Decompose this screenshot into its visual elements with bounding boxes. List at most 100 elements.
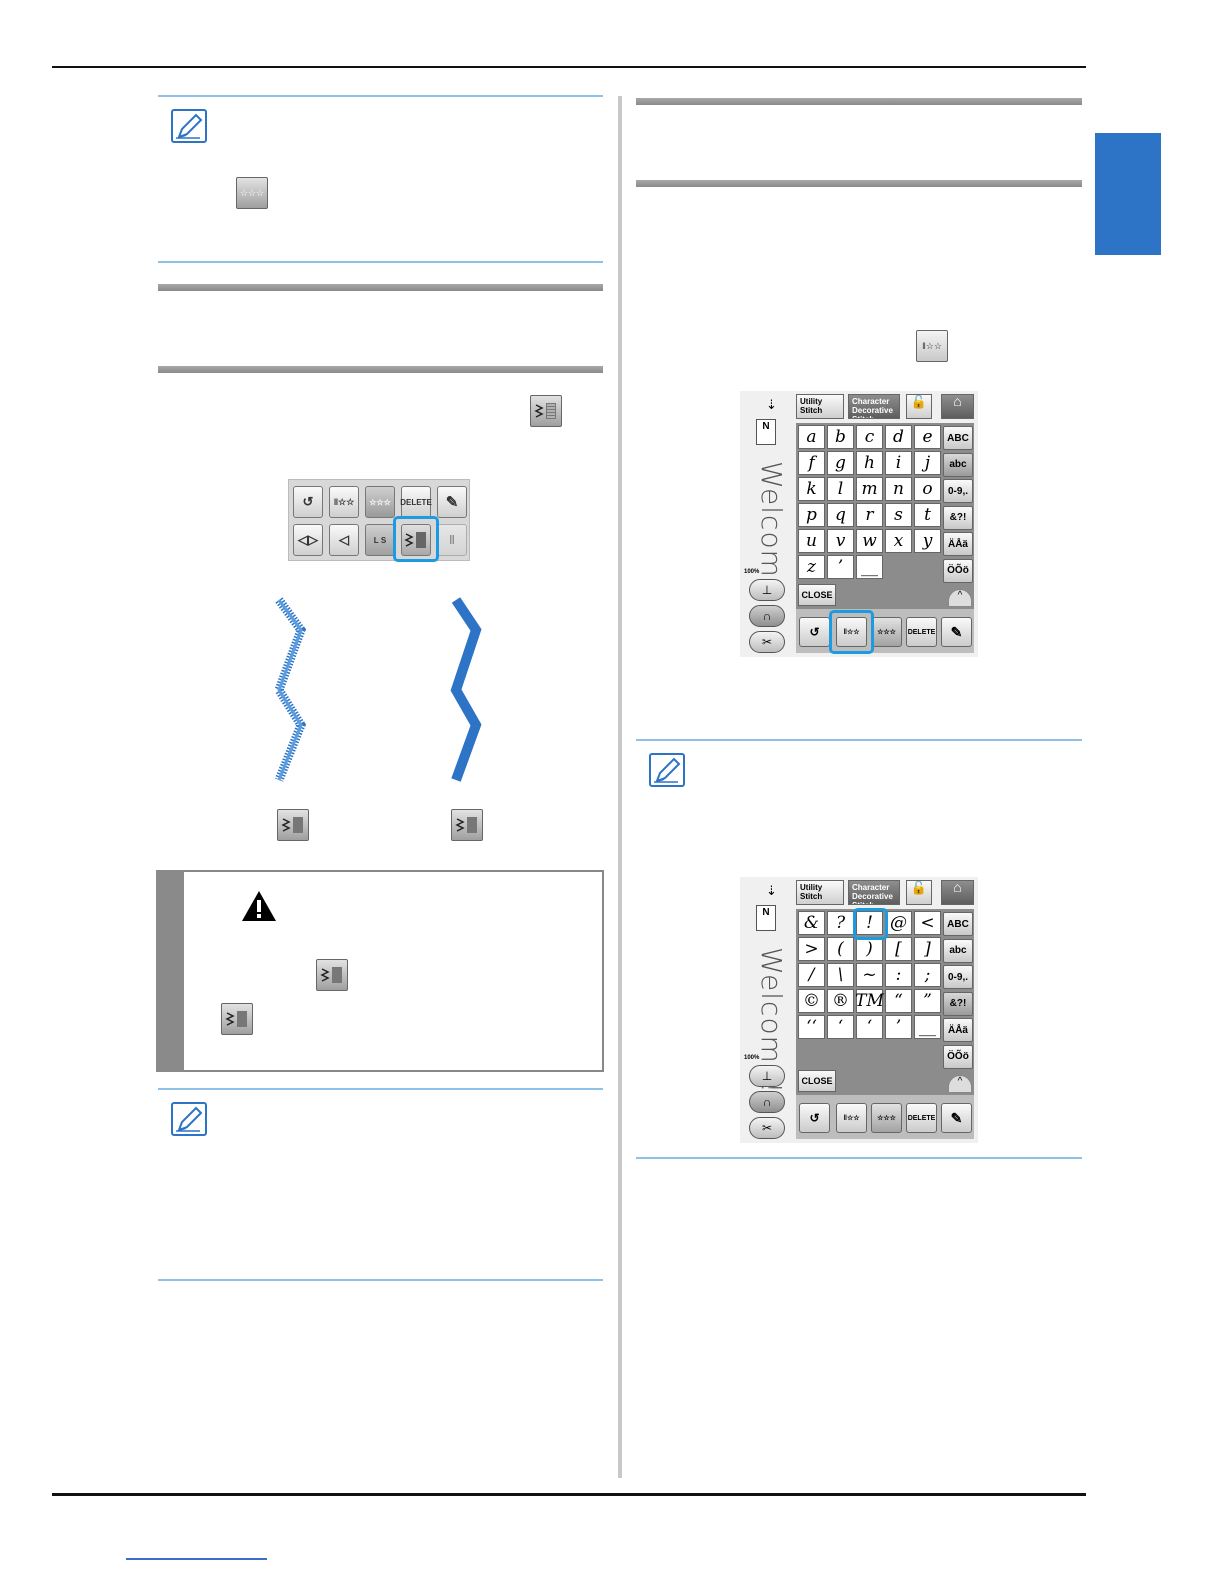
decorative-key[interactable]: ☆☆☆ bbox=[365, 486, 395, 518]
char-key[interactable]: ) bbox=[856, 937, 883, 961]
char-key[interactable]: o bbox=[914, 477, 941, 501]
close-button[interactable]: CLOSE bbox=[798, 1070, 836, 1092]
char-type-button[interactable]: 0-9,. bbox=[943, 965, 973, 989]
char-type-button[interactable]: ÄÅä bbox=[943, 532, 973, 556]
char-key[interactable]: > bbox=[798, 937, 825, 961]
char-key[interactable]: & bbox=[798, 911, 825, 935]
char-key[interactable]: ( bbox=[827, 937, 854, 961]
foot-position-button[interactable]: ⊥ bbox=[749, 1065, 785, 1087]
char-key[interactable]: ‘ bbox=[856, 1015, 883, 1039]
expand-chevron-icon[interactable]: ^ bbox=[948, 1075, 972, 1093]
char-key[interactable]: ! bbox=[856, 911, 883, 935]
edit-pencil-key[interactable]: ✎ bbox=[941, 1103, 972, 1133]
char-key[interactable]: ] bbox=[914, 937, 941, 961]
char-key[interactable]: q bbox=[827, 503, 854, 527]
char-key[interactable]: k bbox=[798, 477, 825, 501]
char-key[interactable]: ~ bbox=[856, 963, 883, 987]
char-key[interactable]: d bbox=[885, 425, 912, 449]
char-type-button[interactable]: ÖÕö bbox=[943, 558, 973, 583]
char-key[interactable]: w bbox=[856, 529, 883, 553]
edit-pencil-key[interactable]: ✎ bbox=[437, 486, 467, 518]
char-key[interactable]: ; bbox=[914, 963, 941, 987]
char-key[interactable]: “ bbox=[885, 989, 912, 1013]
char-type-button[interactable]: 0-9,. bbox=[943, 479, 973, 503]
tab-utility[interactable]: Utility Stitch bbox=[796, 394, 844, 419]
char-key[interactable]: ? bbox=[827, 911, 854, 935]
char-type-button[interactable]: &?! bbox=[943, 991, 973, 1016]
footer-link[interactable] bbox=[126, 1558, 267, 1560]
char-key[interactable]: : bbox=[885, 963, 912, 987]
char-type-button[interactable]: ABC bbox=[943, 912, 973, 936]
tab-character[interactable]: Character Decorative Stitch bbox=[848, 394, 900, 419]
char-type-button[interactable]: ABC bbox=[943, 426, 973, 450]
edit-pencil-key[interactable]: ✎ bbox=[941, 617, 972, 647]
char-key[interactable]: / bbox=[798, 963, 825, 987]
thread-cutter-button[interactable]: ✂ bbox=[749, 631, 785, 653]
utility-stitch-key[interactable]: ǁ☆☆ bbox=[836, 1103, 867, 1133]
char-key[interactable]: b bbox=[827, 425, 854, 449]
utility-stitch-key[interactable]: ǁ☆☆ bbox=[329, 486, 359, 518]
char-key[interactable]: g bbox=[827, 451, 854, 475]
delete-key[interactable]: DELETE bbox=[906, 617, 937, 647]
char-key[interactable]: © bbox=[798, 989, 825, 1013]
thread-cutter-button[interactable]: ✂ bbox=[749, 1117, 785, 1139]
tab-character[interactable]: Character Decorative Stitch bbox=[848, 880, 900, 905]
delete-key[interactable]: DELETE bbox=[906, 1103, 937, 1133]
mirror-vertical-key[interactable]: ◁▷ bbox=[293, 524, 323, 556]
char-key[interactable]: ‘ bbox=[827, 1015, 854, 1039]
char-key[interactable]: __ bbox=[914, 1015, 941, 1039]
char-key[interactable]: m bbox=[856, 477, 883, 501]
char-key[interactable]: h bbox=[856, 451, 883, 475]
char-key[interactable]: < bbox=[914, 911, 941, 935]
delete-key[interactable]: DELETE bbox=[400, 486, 432, 518]
thread-key[interactable]: ↺ bbox=[799, 1103, 830, 1133]
char-key[interactable]: x bbox=[885, 529, 912, 553]
utility-stitch-key[interactable]: ǁ☆☆ bbox=[836, 617, 867, 647]
char-key[interactable]: __ bbox=[856, 555, 883, 579]
char-key[interactable]: v bbox=[827, 529, 854, 553]
foot-position-button[interactable]: ⊥ bbox=[749, 579, 785, 601]
char-key[interactable]: p bbox=[798, 503, 825, 527]
close-button[interactable]: CLOSE bbox=[798, 584, 836, 606]
char-key[interactable]: z bbox=[798, 555, 825, 579]
char-type-button[interactable]: abc bbox=[943, 938, 973, 963]
thread-key[interactable]: ↺ bbox=[799, 617, 830, 647]
char-key[interactable]: f bbox=[798, 451, 825, 475]
char-key[interactable]: @ bbox=[885, 911, 912, 935]
char-type-button[interactable]: &?! bbox=[943, 505, 973, 530]
char-key[interactable]: ‘‘ bbox=[798, 1015, 825, 1039]
size-key[interactable]: L S bbox=[365, 524, 395, 556]
char-key[interactable]: [ bbox=[885, 937, 912, 961]
char-key[interactable]: a bbox=[798, 425, 825, 449]
reverse-button[interactable]: ∩ bbox=[749, 1091, 785, 1113]
char-key[interactable]: s bbox=[885, 503, 912, 527]
home-button[interactable]: ⌂ bbox=[941, 880, 974, 905]
char-type-button[interactable]: ÖÕö bbox=[943, 1044, 973, 1069]
char-key[interactable]: n bbox=[885, 477, 912, 501]
home-button[interactable]: ⌂ bbox=[941, 394, 974, 419]
decorative-key[interactable]: ☆☆☆ bbox=[871, 617, 902, 647]
char-key[interactable]: y bbox=[914, 529, 941, 553]
density-key[interactable] bbox=[401, 524, 431, 556]
mirror-horizontal-key[interactable]: ◁ bbox=[329, 524, 359, 556]
tab-utility[interactable]: Utility Stitch bbox=[796, 880, 844, 905]
char-type-button[interactable]: ÄÅä bbox=[943, 1018, 973, 1042]
char-key[interactable]: t bbox=[914, 503, 941, 527]
char-key[interactable]: i bbox=[885, 451, 912, 475]
char-key[interactable]: c bbox=[856, 425, 883, 449]
char-key[interactable]: TM bbox=[855, 989, 884, 1013]
char-key[interactable]: ® bbox=[827, 989, 854, 1013]
lock-button[interactable]: 🔓 bbox=[906, 394, 932, 419]
decorative-key[interactable]: ☆☆☆ bbox=[871, 1103, 902, 1133]
char-key[interactable]: ’ bbox=[827, 555, 854, 579]
char-type-button[interactable]: abc bbox=[943, 452, 973, 477]
reverse-button[interactable]: ∩ bbox=[749, 605, 785, 627]
char-key[interactable]: e bbox=[914, 425, 941, 449]
expand-chevron-icon[interactable]: ^ bbox=[948, 589, 972, 607]
thread-key[interactable]: ↺ bbox=[293, 486, 323, 518]
char-key[interactable]: ’ bbox=[885, 1015, 912, 1039]
char-key[interactable]: ” bbox=[914, 989, 941, 1013]
char-key[interactable]: r bbox=[856, 503, 883, 527]
lock-button[interactable]: 🔓 bbox=[906, 880, 932, 905]
char-key[interactable]: \ bbox=[827, 963, 854, 987]
